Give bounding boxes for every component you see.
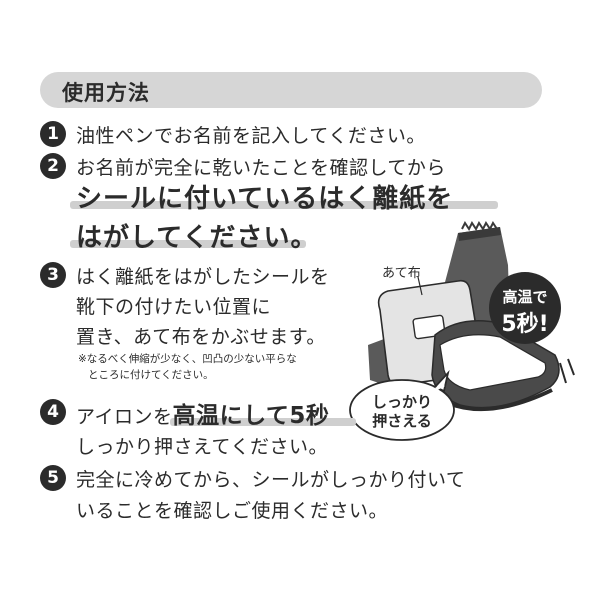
cloth-label: あて布 [382, 266, 421, 281]
step-1-text: 油性ペンでお名前を記入してください。 [76, 125, 426, 147]
high-temp-badge: 高温で 5秒! [489, 272, 561, 344]
step-2-emphasis-2: はがしてください。 [76, 223, 318, 253]
badge-line-2: 5秒! [501, 312, 549, 337]
step-5-text-2: いることを確認しご使用ください。 [76, 500, 389, 522]
bubble-line-2: 押さえる [372, 412, 432, 430]
step-3-number: 3 [40, 262, 66, 288]
step-4-text-1: アイロンを高温にして5秒 [76, 396, 329, 430]
step-4-highlight [170, 418, 356, 426]
ironing-illustration [349, 221, 575, 441]
step-2-number: 2 [40, 153, 66, 179]
step-2-highlight-1 [70, 201, 498, 209]
step-2-emphasis-1: シールに付いているはく離紙を [76, 184, 454, 214]
step-1-number: 1 [40, 121, 66, 147]
step-5-number: 5 [40, 465, 66, 491]
step-4-emphasis: 高温にして5秒 [172, 403, 330, 429]
step-3-note-2: ところに付けてください。 [88, 369, 214, 381]
speech-bubble [349, 369, 455, 441]
step-4-prefix: アイロンを [76, 406, 173, 428]
bubble-text: しっかり 押さえる [358, 393, 446, 431]
section-header: 使用方法 [40, 72, 542, 108]
bubble-line-1: しっかり [371, 393, 432, 411]
step-3-text-3: 置き、あて布をかぶせます。 [76, 326, 326, 348]
step-4-number: 4 [40, 399, 66, 425]
badge-line-1: 高温で [502, 288, 548, 306]
step-4-text-2: しっかり押さえてください。 [76, 436, 328, 458]
step-3-text-2: 靴下の付けたい位置に [76, 296, 272, 318]
step-3-text-1: はく離紙をはがしたシールを [76, 266, 330, 288]
section-title: 使用方法 [62, 81, 150, 105]
step-3-note-1: ※なるべく伸縮が少なく、凹凸の少ない平らな [78, 353, 297, 365]
step-5-text-1: 完全に冷めてから、シールがしっかり付いて [76, 469, 466, 491]
step-2-highlight-2 [70, 240, 306, 248]
step-2-text: お名前が完全に乾いたことを確認してから [76, 157, 446, 179]
